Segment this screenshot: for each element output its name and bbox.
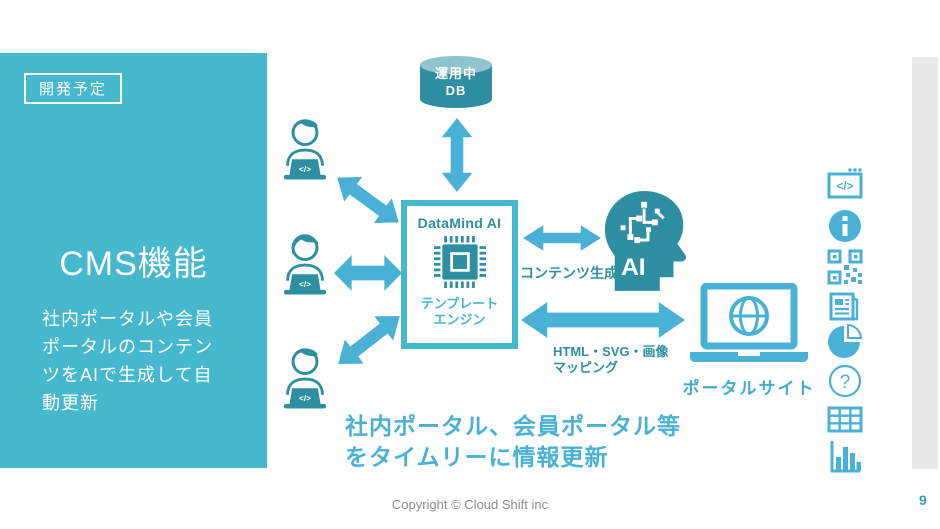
developer-3-icon: </>: [277, 346, 333, 414]
arrow-dev2-engine: [334, 252, 402, 294]
news-document-icon: [827, 288, 863, 324]
help-icon: ?: [827, 363, 863, 399]
database-cylinder-icon: [420, 56, 492, 108]
arrow-engine-ai: [523, 223, 601, 253]
bar-chart-icon: [827, 438, 863, 474]
ai-label: AI: [621, 254, 645, 281]
info-icon: [827, 208, 863, 244]
left-panel: 開発予定 CMS機能 社内ポータルや会員 ポータルのコンテン ツをAIで生成して…: [0, 53, 267, 468]
code-glyph: </>: [299, 280, 311, 289]
page-number: 9: [919, 492, 927, 508]
status-badge: 開発予定: [24, 73, 123, 104]
database-label: 運用中 DB: [434, 66, 477, 98]
panel-description: 社内ポータルや会員 ポータルのコンテン ツをAIで生成して自 動更新: [42, 309, 213, 413]
copyright-text: Copyright © Cloud Shift inc: [391, 497, 549, 512]
pie-chart-icon: [827, 323, 863, 359]
ai-head-icon: AI: [601, 189, 695, 291]
developer-2-icon: </>: [277, 232, 333, 300]
code-glyph: </>: [299, 394, 311, 403]
developer-1-icon: </>: [277, 117, 333, 185]
qr-code-icon: [827, 249, 863, 285]
cpu-chip-icon: [433, 236, 486, 288]
question-glyph: ?: [840, 372, 851, 393]
laptop-icon: [687, 282, 811, 369]
engine-box: DataMind AI テンプレート エンジン: [401, 200, 518, 349]
content-generation-label: コンテンツ生成: [520, 265, 618, 281]
portal-site-label: ポータルサイト: [682, 379, 816, 398]
table-icon: [827, 401, 863, 437]
next-slide-edge: [912, 57, 938, 469]
engine-subtitle: テンプレート エンジン: [420, 296, 499, 327]
code-glyph: </>: [299, 165, 311, 174]
code-window-icon: </>: [827, 167, 863, 203]
database-icon: 運用中 DB: [420, 56, 492, 108]
code-glyph: </>: [836, 179, 853, 193]
bottom-message: 社内ポータル、会員ポータル等 をタイムリーに情報更新: [345, 413, 681, 470]
arrow-engine-portal: [521, 299, 685, 341]
page-title: CMS機能: [59, 245, 208, 283]
arrow-dev3-engine: [327, 302, 411, 378]
arrow-db-engine: [439, 118, 475, 192]
engine-title: DataMind AI: [417, 215, 502, 231]
mapping-label: HTML・SVG・画像 マッピング: [553, 344, 669, 375]
arrow-dev1-engine: [327, 163, 410, 237]
